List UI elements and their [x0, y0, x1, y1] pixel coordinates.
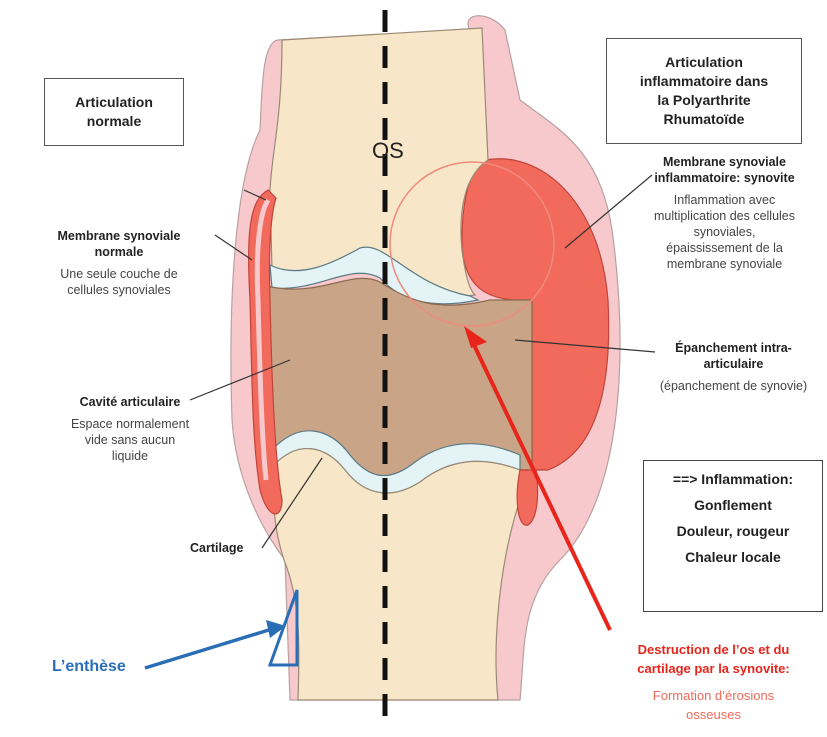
enthesis-label: L’enthèse — [52, 658, 126, 676]
cartilage-title: Cartilage — [190, 540, 244, 556]
effects-header: ==> Inflammation: — [644, 471, 822, 487]
effusion-title: Épanchement intra- articulaire — [640, 340, 827, 372]
effect-item: Gonflement — [644, 497, 822, 513]
inflammation-effects-box: ==> Inflammation: Gonflement Douleur, ro… — [643, 460, 823, 612]
effect-item: Douleur, rougeur — [644, 523, 822, 539]
inflamed-joint-title: Articulation inflammatoire dans la Polya… — [606, 38, 802, 144]
inflamed-synovium-title: Membrane synoviale inflammatoire: synovi… — [622, 154, 827, 186]
bone-label: OS — [372, 138, 404, 164]
normal-synovium-label: Membrane synoviale normale Une seule cou… — [24, 228, 214, 298]
normal-synovium-title: Membrane synoviale normale — [24, 228, 214, 260]
joint-cavity-label: Cavité articulaire Espace normalement vi… — [30, 394, 230, 464]
effusion-label: Épanchement intra- articulaire (épanchem… — [640, 340, 827, 394]
joint-cavity-desc: Espace normalement vide sans aucun liqui… — [30, 416, 230, 464]
normal-synovium-desc: Une seule couche de cellules synoviales — [24, 266, 214, 298]
effusion-desc: (épanchement de synovie) — [640, 378, 827, 394]
cartilage-label: Cartilage — [190, 540, 244, 556]
joint-cavity-title: Cavité articulaire — [30, 394, 230, 410]
normal-joint-title: Articulation normale — [44, 78, 184, 146]
destruction-label: Destruction de l’os et du cartilage par … — [600, 640, 827, 724]
inflamed-synovium-desc: Inflammation avec multiplication des cel… — [622, 192, 827, 272]
synovium-loop-right — [517, 470, 537, 525]
effect-item: Chaleur locale — [644, 549, 822, 565]
inflamed-synovium-label: Membrane synoviale inflammatoire: synovi… — [622, 154, 827, 272]
destruction-title: Destruction de l’os et du cartilage par … — [600, 640, 827, 678]
destruction-desc: Formation d’érosions osseuses — [600, 686, 827, 724]
